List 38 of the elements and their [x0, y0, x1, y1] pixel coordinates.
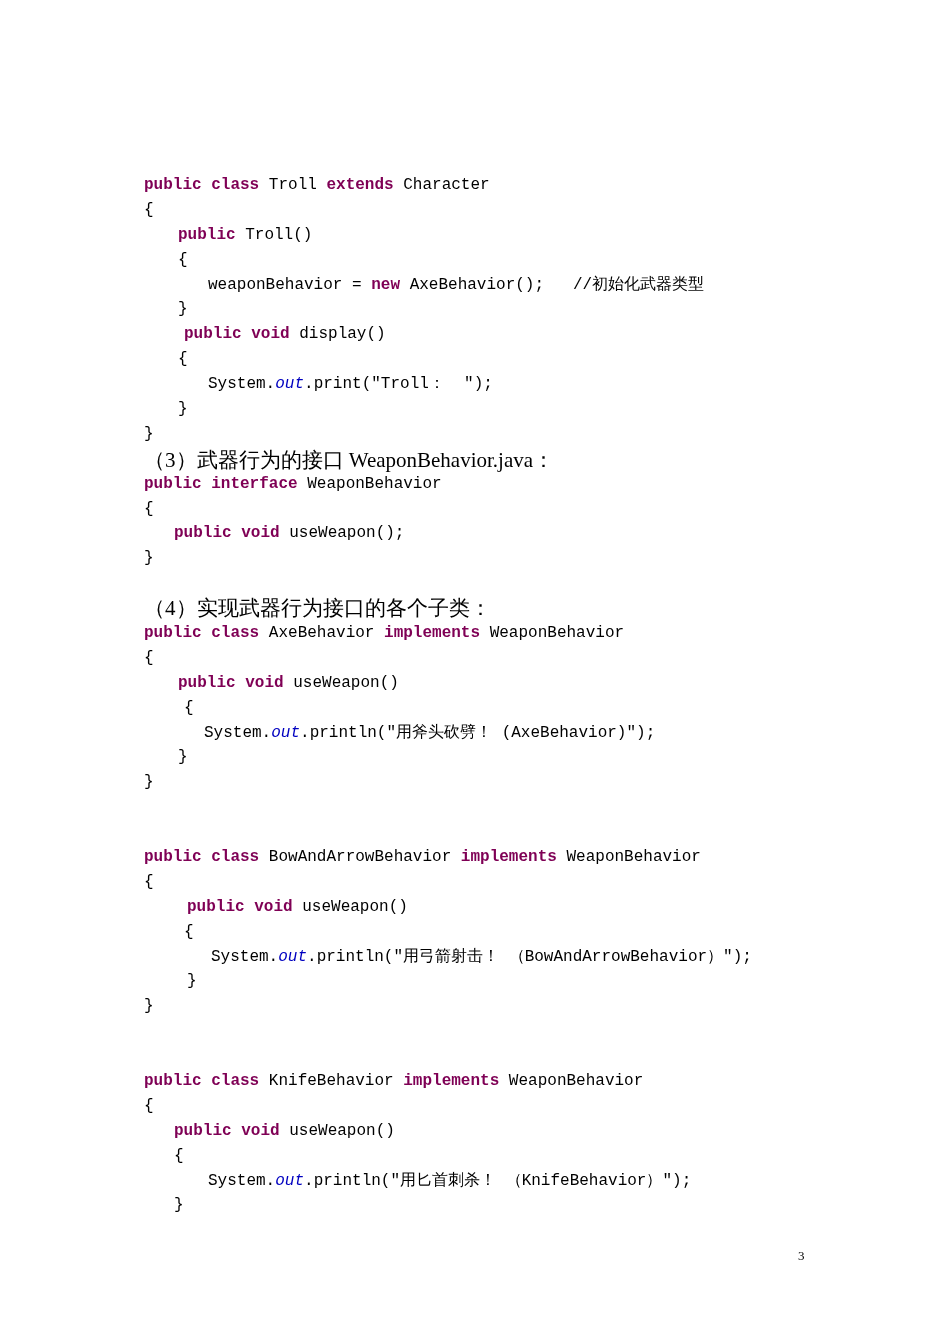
code-line: { [144, 200, 154, 220]
code-line: { [144, 1096, 154, 1116]
code-line: { [184, 698, 194, 718]
code-line: } [178, 747, 188, 767]
code-line: { [178, 250, 188, 270]
code-line: public void useWeapon() [174, 1121, 395, 1141]
page-number: 3 [798, 1247, 805, 1265]
code-line: } [144, 996, 154, 1016]
code-line: } [174, 1195, 184, 1215]
code-line: System.out.println("用匕首刺杀！ （KnifeBehavior）"); [208, 1171, 692, 1191]
code-line: { [144, 872, 154, 892]
code-line: public interface WeaponBehavior [144, 474, 442, 494]
code-line: System.out.println("用弓箭射击！ （BowAndArrowBehavior）"); [211, 947, 752, 967]
code-line: public void useWeapon() [187, 897, 408, 917]
code-line: } [144, 424, 154, 444]
code-line: { [184, 922, 194, 942]
code-line: System.out.print("Troll： "); [208, 374, 493, 394]
code-line: { [178, 349, 188, 369]
section-heading: （3）武器行为的接口 WeaponBehavior.java： [144, 447, 555, 473]
code-line: System.out.println("用斧头砍劈！ (AxeBehavior)"); [204, 723, 656, 743]
section-heading: （4）实现武器行为接口的各个子类： [144, 595, 491, 621]
code-line: public class BowAndArrowBehavior implements WeaponBehavior [144, 847, 701, 867]
code-line: { [144, 499, 154, 519]
code-line: public Troll() [178, 225, 313, 245]
code-line: public class Troll extends Character [144, 175, 490, 195]
code-line: } [187, 971, 197, 991]
code-line: } [178, 299, 188, 319]
code-line: { [174, 1146, 184, 1166]
code-line: } [144, 548, 154, 568]
code-line: public void display() [184, 324, 386, 344]
code-line: public void useWeapon() [178, 673, 399, 693]
code-line: weaponBehavior = new AxeBehavior(); //初始化武器类型 [208, 275, 705, 295]
code-line: } [178, 399, 188, 419]
code-line: } [144, 772, 154, 792]
code-line: public class AxeBehavior implements WeaponBehavior [144, 623, 625, 643]
code-line: public void useWeapon(); [174, 523, 405, 543]
code-line: public class KnifeBehavior implements WeaponBehavior [144, 1071, 644, 1091]
code-line: { [144, 648, 154, 668]
